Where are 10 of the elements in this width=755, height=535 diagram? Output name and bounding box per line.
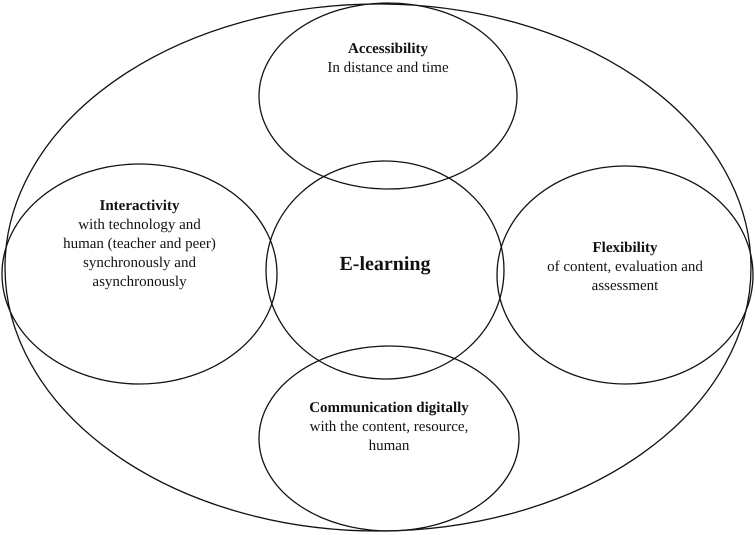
circle-heading: Communication digitally (308, 399, 470, 418)
circle-description: In distance and time (326, 59, 450, 78)
circle-description: with the content, resource, human (308, 418, 470, 456)
circle-heading: Interactivity (98, 197, 180, 216)
outer-ellipse (4, 3, 752, 532)
circle-heading: Flexibility (592, 239, 658, 258)
circle-heading: Accessibility (347, 40, 429, 59)
center-label: E-learning (338, 252, 432, 276)
circle-description: with technology and human (teacher and peer) synchronously and asynchronously (62, 216, 217, 292)
circle-description: of content, evaluation and assessment (546, 258, 704, 296)
